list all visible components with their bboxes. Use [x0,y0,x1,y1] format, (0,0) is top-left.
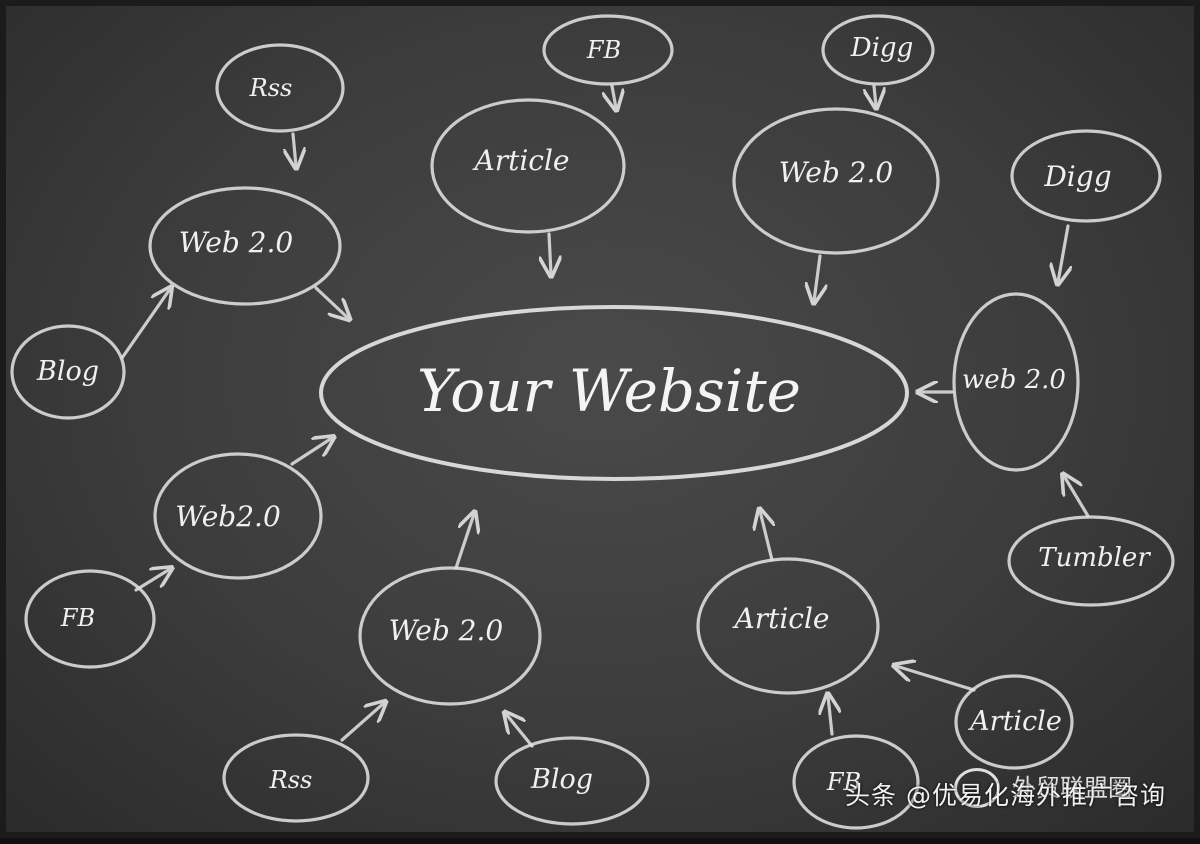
arrow-web20-bottom-to-center [454,514,474,570]
label-web20-bottom: Web 2.0 [389,614,503,647]
node-article-bottom [696,557,880,695]
arrow-fb-top-to-article [612,84,616,108]
arrow-web20-top-left-to-center [314,286,348,318]
label-digg-top: Digg [850,33,913,63]
label-article-bottom: Article [731,602,829,635]
watermark-caption: 头条 @优易化海外推广咨询 [845,781,1166,810]
node-web20-bottom [358,566,542,706]
label-tumbler: Tumbler [1038,543,1151,573]
label-article-bottom-right: Article [967,706,1062,737]
arrow-blog-to-web20 [120,289,170,360]
arrow-tumbler-to-web20 [1064,476,1090,518]
arrow-fb-to-web20 [134,569,170,592]
diagram-canvas: Your Website Rss FB Digg Article Web 2.0… [10,14,1175,830]
label-web20-right: web 2.0 [962,365,1066,395]
arrow-web20-top-right-to-center [814,254,820,301]
node-rss-top [215,43,345,133]
label-article-top: Article [471,144,569,177]
label-web20-top-left: Web 2.0 [179,226,293,259]
label-fb-left: FB [60,604,95,632]
center-label: Your Website [417,357,801,425]
label-web20-left: Web2.0 [175,500,281,533]
arrow-article-right-to-article [896,666,976,692]
arrow-rss-bottom-to-web20 [340,703,384,742]
arrow-web20-left-to-center [290,438,332,466]
label-rss-bottom: Rss [269,766,313,794]
node-article-bottom-right [954,674,1074,770]
node-fb-top [542,14,674,86]
watermark-brand: 外贸联盟圈 [1012,774,1132,802]
node-blog-left [10,324,126,420]
label-digg-right: Digg [1043,160,1111,193]
node-web20-top-right [732,107,940,255]
node-digg-top [821,14,935,86]
arrow-digg-top-to-web20 [874,84,876,106]
arrow-article-bottom-to-center [760,511,772,562]
node-tumbler [1007,515,1175,607]
node-web20-right [952,292,1080,472]
arrow-digg-right-to-web20 [1058,224,1068,282]
label-blog-left: Blog [36,356,99,387]
arrow-article-top-to-center [549,232,551,274]
node-rss-bottom [222,733,370,823]
label-web20-top-right: Web 2.0 [779,156,893,189]
label-fb-top: FB [586,36,621,64]
node-fb-bottom [792,734,920,830]
arrow-fb-bottom-to-article [828,696,832,736]
center-ellipse [319,305,909,481]
label-rss-top: Rss [249,74,293,102]
node-article-top [430,98,626,234]
node-fb-left [24,569,156,669]
node-digg-right [1010,129,1162,223]
node-blog-bottom [494,736,650,826]
node-web20-top-left [148,186,342,306]
arrow-rss-to-web20 [293,132,296,166]
label-blog-bottom: Blog [530,764,593,795]
wechat-logo-icon [954,768,1000,808]
arrow-blog-bottom-to-web20 [506,714,534,748]
node-web20-left [153,452,323,580]
label-fb-bottom: FB [826,768,861,796]
